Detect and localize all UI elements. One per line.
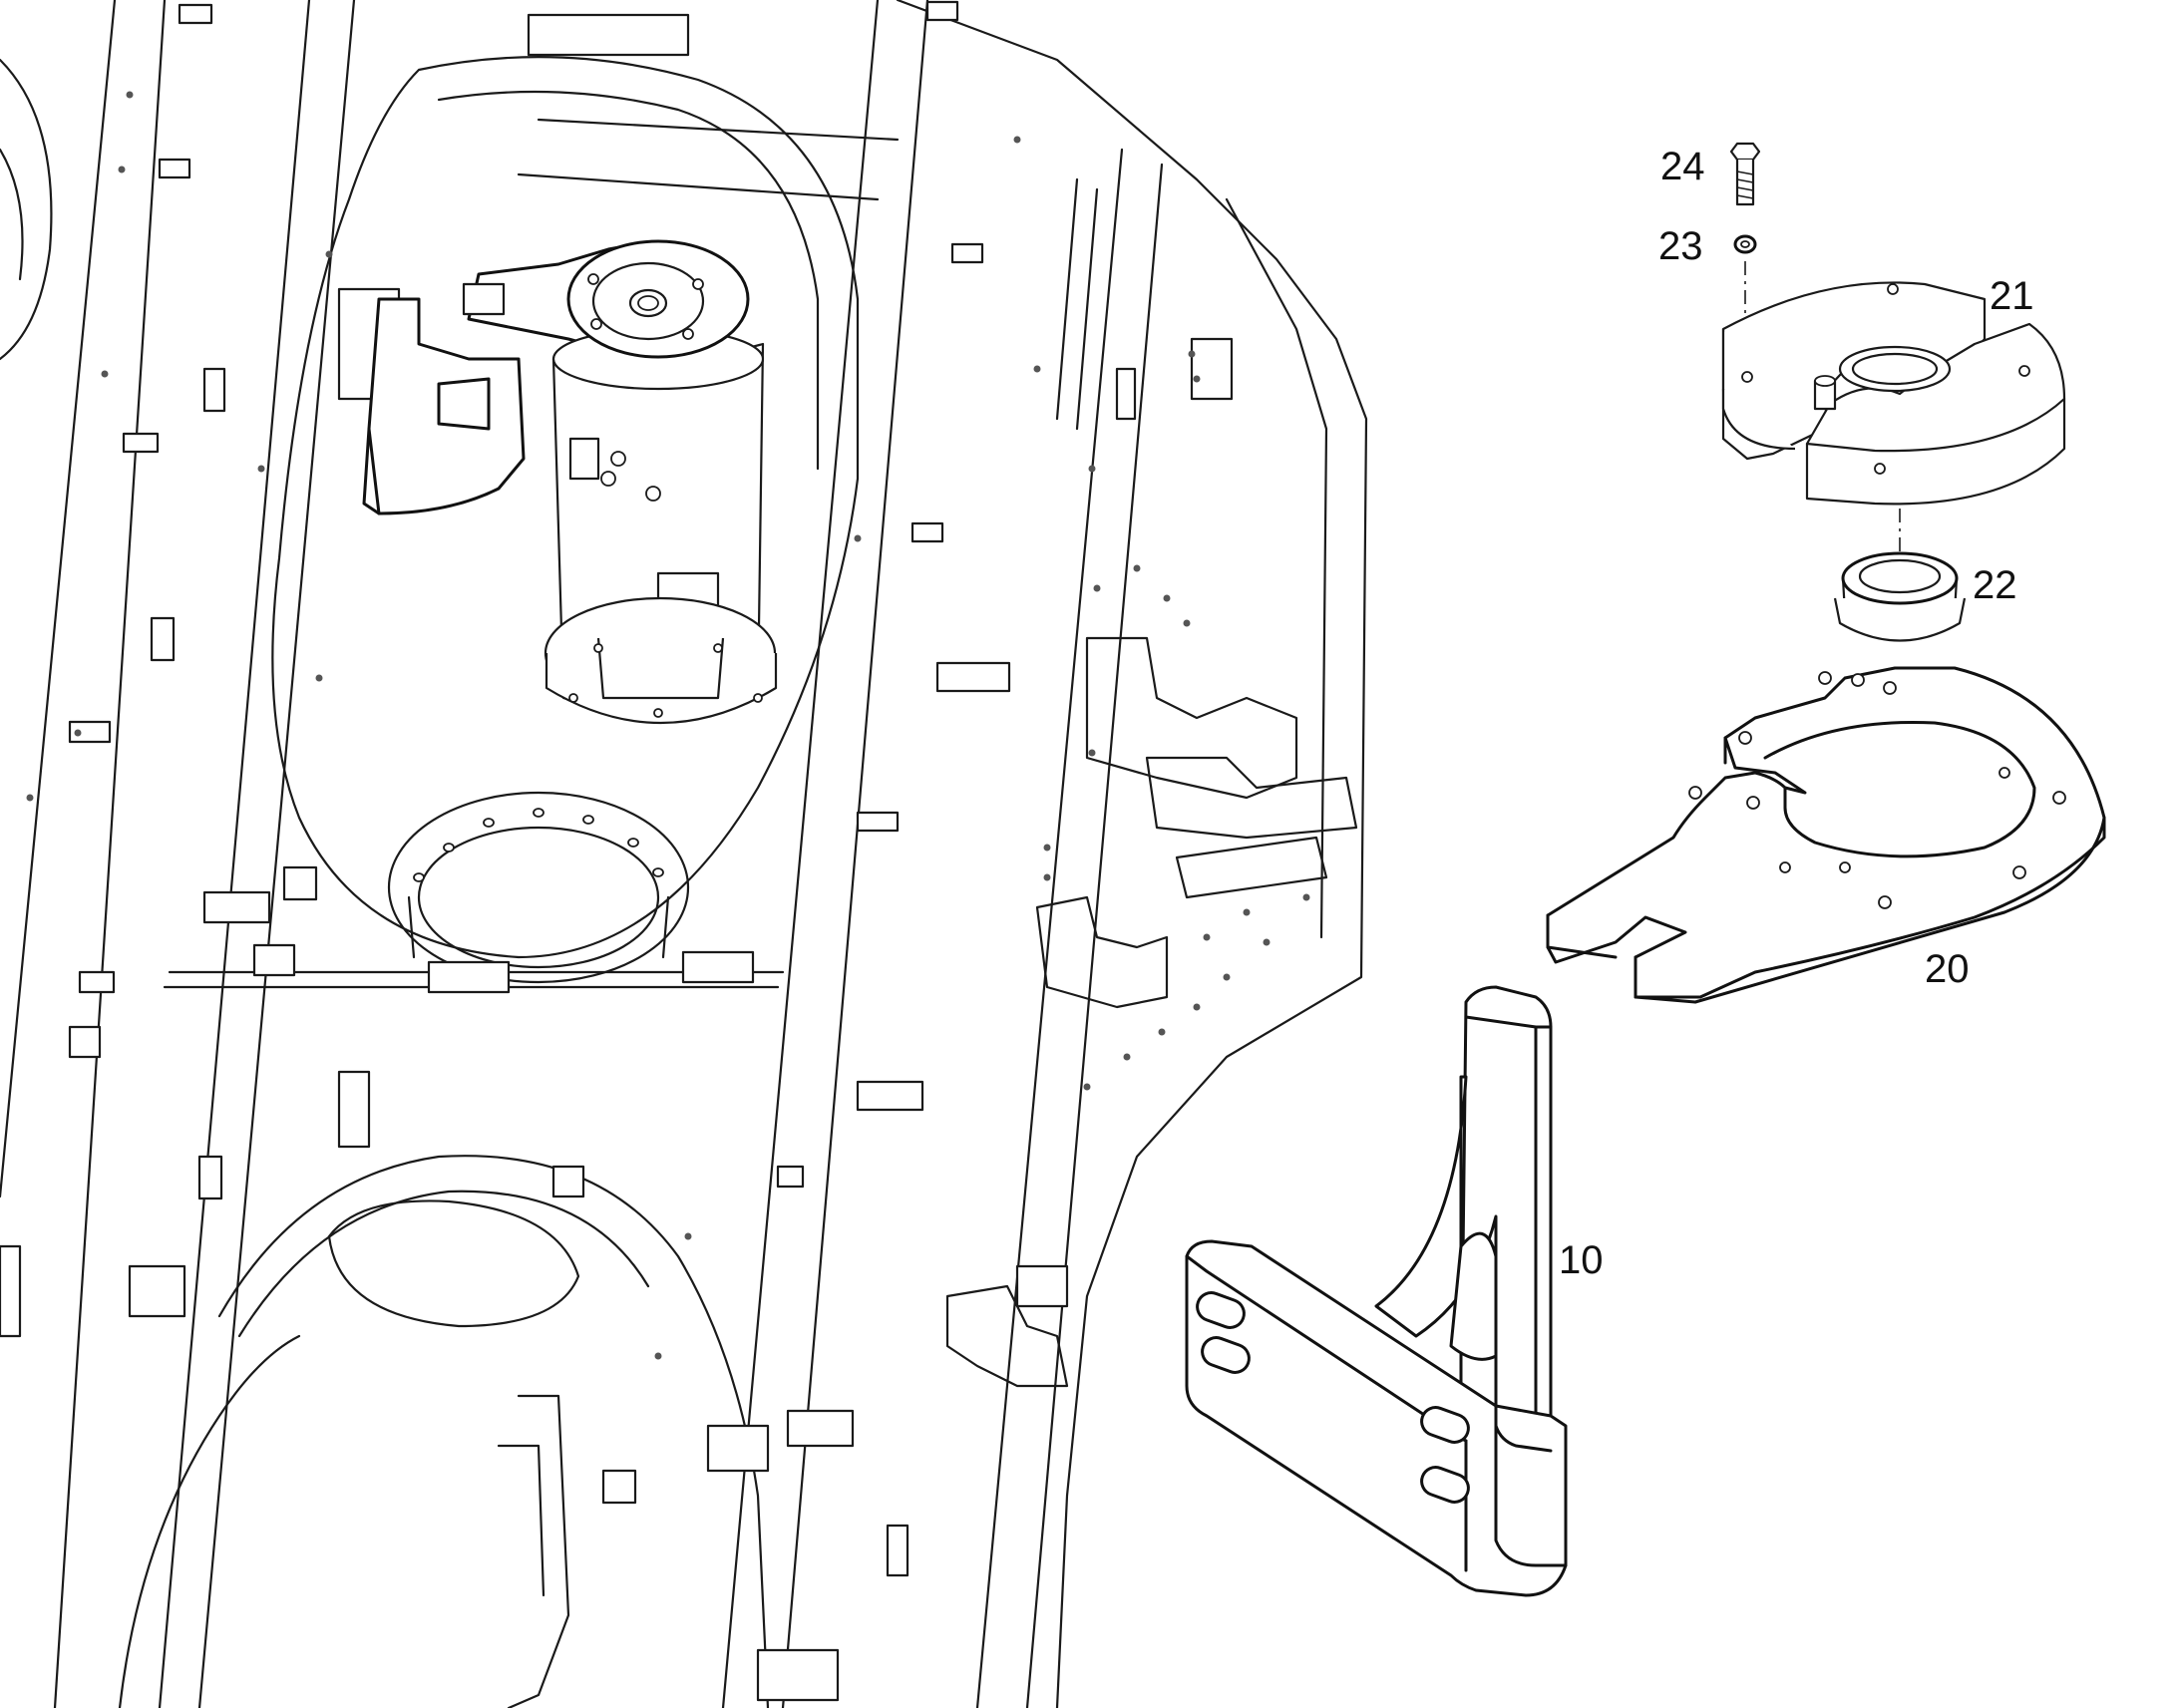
callout-24[interactable]: 24 xyxy=(1660,145,1705,188)
callout-10[interactable]: 10 xyxy=(1559,1238,1604,1282)
callout-22[interactable]: 22 xyxy=(1973,563,2017,607)
part-10-support-bracket[interactable] xyxy=(1185,985,1568,1597)
callout-20[interactable]: 20 xyxy=(1925,947,1970,991)
callout-labels: 24 23 21 22 20 10 xyxy=(1559,145,2034,1282)
mounted-rotary-unit xyxy=(362,239,778,724)
frame-holes xyxy=(26,91,1310,1360)
part-20-mounting-plate[interactable] xyxy=(1546,666,2106,1004)
part-24-bolt[interactable] xyxy=(1729,142,1761,206)
callout-21[interactable]: 21 xyxy=(1990,274,2034,318)
part-23-washer[interactable] xyxy=(1733,234,1757,254)
part-21-split-clamp[interactable] xyxy=(1721,281,2066,506)
part-22-bushing[interactable] xyxy=(1833,551,1967,642)
callout-23[interactable]: 23 xyxy=(1658,224,1703,268)
chassis-frame xyxy=(0,0,1368,1708)
frame-pads xyxy=(0,0,1234,1702)
